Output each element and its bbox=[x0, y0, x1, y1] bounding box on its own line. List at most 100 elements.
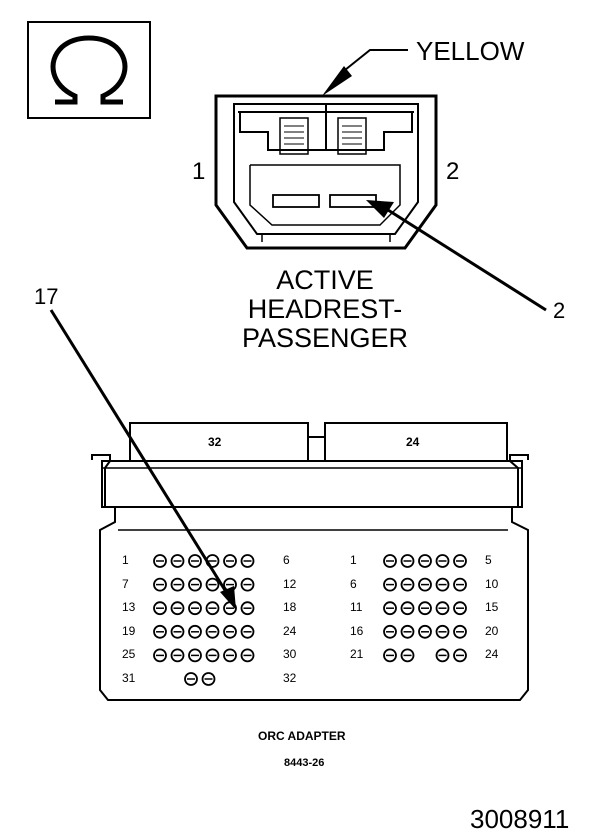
cavity-number-label: 10 bbox=[485, 576, 499, 591]
cavity-number-label: 31 bbox=[122, 671, 136, 685]
cavity bbox=[400, 601, 415, 616]
cavity-number-label: 6 bbox=[350, 576, 357, 591]
cavity bbox=[383, 648, 397, 663]
cavity bbox=[153, 601, 167, 616]
pin-2-label: 2 bbox=[446, 158, 460, 185]
cavity bbox=[435, 648, 450, 663]
cavity bbox=[400, 624, 415, 639]
cavity bbox=[170, 624, 185, 639]
cavity bbox=[153, 648, 167, 663]
cavity bbox=[435, 554, 450, 568]
orc-adapter-body bbox=[91, 422, 529, 701]
cavity-number-label: 24 bbox=[283, 623, 297, 638]
figure-number: 3008911 bbox=[470, 804, 570, 834]
cavity-number-label: 1 bbox=[350, 553, 357, 567]
left-tab-label: 32 bbox=[208, 435, 222, 449]
cavity-number-label: 5 bbox=[485, 553, 492, 567]
pin-17-callout-number: 17 bbox=[34, 284, 59, 309]
cavity-number-label: 16 bbox=[350, 623, 364, 638]
cavity bbox=[418, 601, 432, 616]
cavity bbox=[453, 554, 467, 568]
cavity-number-label: 13 bbox=[122, 600, 136, 615]
connector-title-line: HEADREST- bbox=[247, 294, 403, 324]
cavity bbox=[170, 648, 185, 663]
cavity bbox=[435, 624, 450, 639]
cavity-number-label: 24 bbox=[485, 647, 499, 662]
cavity bbox=[453, 601, 467, 616]
cavity bbox=[240, 601, 255, 616]
pin2-callout-leader bbox=[366, 200, 547, 312]
right-block-cavities bbox=[383, 554, 467, 663]
cavity bbox=[170, 554, 185, 568]
cavity bbox=[153, 577, 167, 592]
cavity bbox=[453, 648, 467, 663]
headrest-connector bbox=[214, 94, 438, 250]
cavity-number-label: 12 bbox=[283, 576, 297, 591]
cavity bbox=[400, 648, 415, 663]
cavity bbox=[435, 577, 450, 592]
cavity bbox=[223, 554, 237, 568]
cavity-number-label: 18 bbox=[283, 600, 297, 615]
cavity bbox=[418, 624, 432, 639]
cavity bbox=[153, 624, 167, 639]
cavity bbox=[240, 648, 255, 663]
cavity bbox=[418, 554, 432, 568]
cavity bbox=[400, 554, 415, 568]
cavity bbox=[223, 648, 237, 663]
connector-title-line: PASSENGER bbox=[241, 323, 409, 353]
cavity bbox=[383, 577, 397, 592]
ohm-symbol-icon bbox=[27, 21, 151, 119]
cavity bbox=[205, 577, 220, 592]
connector-title: ACTIVE HEADREST- PASSENGER bbox=[200, 266, 450, 353]
cavity bbox=[188, 624, 202, 639]
left-block-cavities bbox=[153, 554, 255, 686]
cavity-number-label: 15 bbox=[485, 600, 499, 615]
right-tab-label: 24 bbox=[406, 435, 420, 449]
cavity-number-label: 25 bbox=[122, 647, 136, 662]
cavity-number-label: 30 bbox=[283, 647, 297, 662]
pin-2-callout-number: 2 bbox=[553, 298, 566, 323]
cavity bbox=[170, 577, 185, 592]
cavity-number-label: 1 bbox=[122, 553, 129, 567]
cavity bbox=[435, 601, 450, 616]
cavity bbox=[223, 577, 237, 592]
cavity bbox=[240, 577, 255, 592]
cavity bbox=[170, 601, 185, 616]
pin17-callout-leader bbox=[49, 309, 236, 610]
cavity bbox=[240, 624, 255, 639]
cavity bbox=[184, 672, 198, 686]
wire-color-label: YELLOW bbox=[416, 36, 525, 66]
connector-title-line: ACTIVE bbox=[276, 265, 374, 295]
adapter-part-number: 8443-26 bbox=[284, 757, 325, 769]
cavity bbox=[188, 554, 202, 568]
yellow-callout-leader bbox=[322, 49, 408, 96]
cavity bbox=[205, 648, 220, 663]
cavity bbox=[383, 601, 397, 616]
cavity bbox=[205, 554, 220, 568]
cavity-number-label: 6 bbox=[283, 553, 290, 567]
cavity-number-label: 19 bbox=[122, 623, 136, 638]
cavity-number-label: 20 bbox=[485, 623, 499, 638]
cavity bbox=[453, 577, 467, 592]
cavity bbox=[400, 577, 415, 592]
cavity-number-label: 21 bbox=[350, 647, 364, 662]
cavity bbox=[188, 648, 202, 663]
cavity bbox=[188, 577, 202, 592]
cavity bbox=[223, 624, 237, 639]
cavity-number-label: 7 bbox=[122, 576, 129, 591]
cavity bbox=[453, 624, 467, 639]
cavity bbox=[188, 601, 202, 616]
cavity bbox=[418, 577, 432, 592]
cavity bbox=[205, 601, 220, 616]
cavity bbox=[153, 554, 167, 568]
cavity-number-label: 11 bbox=[350, 600, 363, 615]
cavity bbox=[240, 554, 255, 568]
cavity bbox=[383, 624, 397, 639]
cavity bbox=[223, 601, 237, 616]
pin-1-label: 1 bbox=[192, 158, 206, 185]
cavity-number-label: 32 bbox=[283, 671, 297, 685]
cavity bbox=[201, 672, 216, 686]
cavity bbox=[205, 624, 220, 639]
cavity bbox=[383, 554, 397, 568]
